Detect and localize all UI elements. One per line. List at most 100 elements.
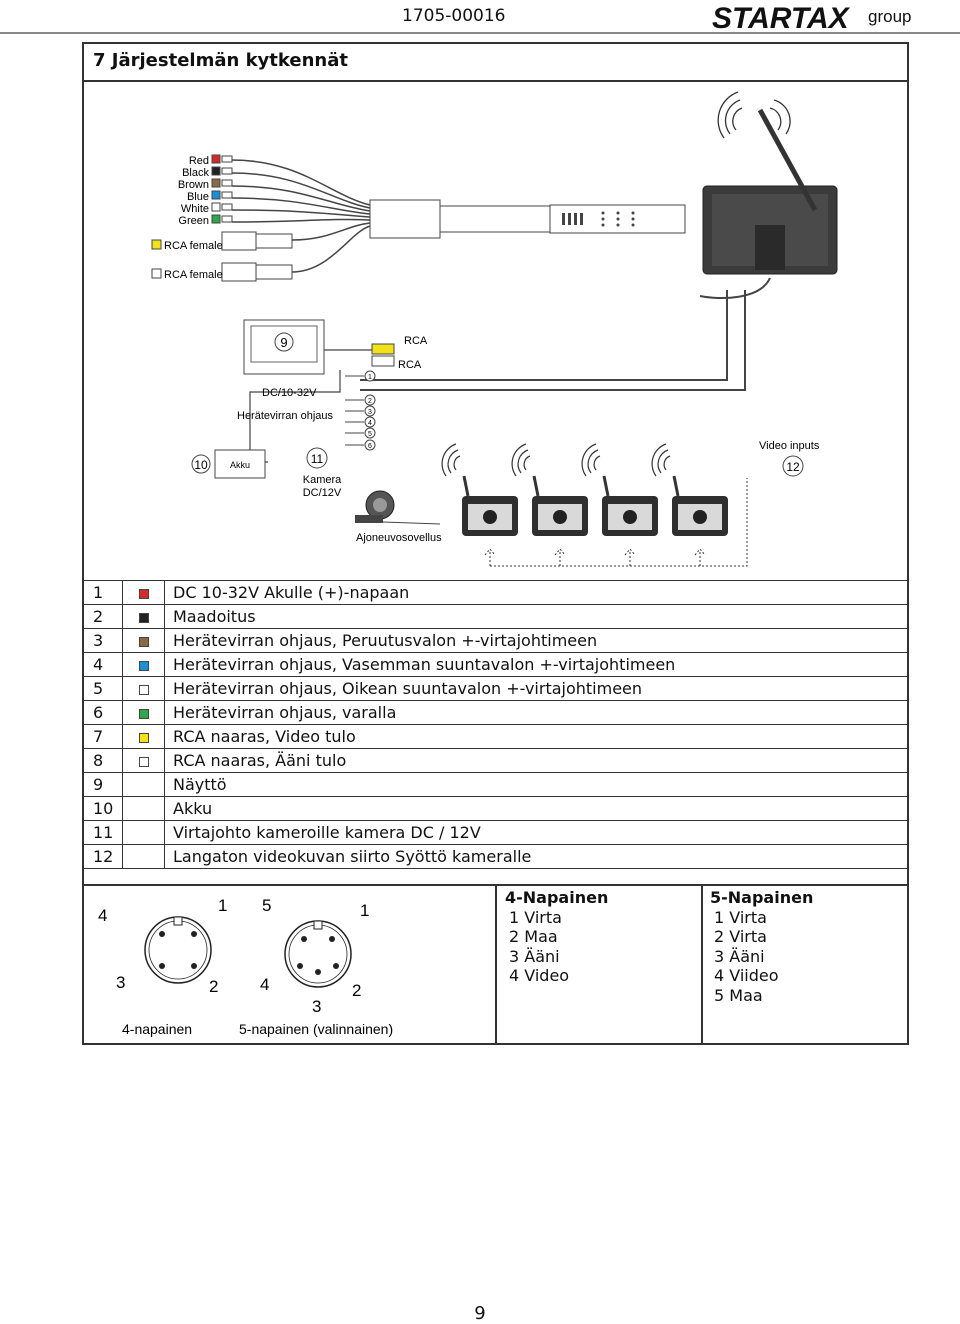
battery-number-badge bbox=[191, 454, 211, 474]
wire-terminal bbox=[221, 179, 233, 187]
wire-color-swatch bbox=[138, 684, 149, 695]
camera-power-number: 11 bbox=[311, 452, 324, 466]
four-pin-row-4: 4 Video bbox=[509, 966, 570, 985]
wire-color-swatch bbox=[138, 636, 149, 647]
wire-color-swatch bbox=[138, 612, 149, 623]
wire-terminal bbox=[221, 191, 233, 199]
wireless-camera bbox=[441, 443, 518, 566]
section-title: 7 Järjestelmän kytkennät bbox=[93, 50, 348, 71]
legend-number: 3 bbox=[82, 628, 123, 653]
pin-badge bbox=[364, 370, 376, 382]
document-code: 1705-00016 bbox=[402, 6, 506, 26]
legend-row: 2 Maadoitus bbox=[82, 604, 909, 629]
five-pin-table-title: 5-Napainen bbox=[710, 888, 814, 907]
wire-color-swatch bbox=[138, 708, 149, 719]
connector-section: 1 2 3 4 4-napainen 1 2 3 4 5 5-napainen … bbox=[82, 884, 909, 1045]
header-rule bbox=[0, 32, 960, 34]
antenna-signal-icon bbox=[717, 91, 791, 139]
wire-color-swatch bbox=[211, 178, 221, 188]
connector-pinouts: 1 2 3 4 4-napainen 1 2 3 4 5 5-napainen … bbox=[98, 896, 393, 1037]
video-inputs-label: Video inputs bbox=[759, 440, 820, 452]
legend-number: 10 bbox=[82, 796, 123, 821]
four-pin-table-title: 4-Napainen bbox=[505, 888, 609, 907]
rca-bottom-label: RCA bbox=[398, 359, 422, 371]
rca-connector-1 bbox=[221, 231, 293, 251]
pin-badge bbox=[364, 405, 376, 417]
legend-description: Maadoitus bbox=[164, 604, 909, 629]
legend-number: 1 bbox=[82, 580, 123, 605]
wire-label: Red bbox=[189, 155, 209, 167]
pin-number: 6 bbox=[368, 443, 372, 450]
pin-badge bbox=[364, 394, 376, 406]
legend-description: Herätevirran ohjaus, varalla bbox=[164, 700, 909, 725]
wire-label: Green bbox=[178, 215, 209, 227]
battery-number: 10 bbox=[194, 458, 208, 472]
legend-swatch-cell bbox=[122, 580, 165, 605]
pin-badge bbox=[364, 427, 376, 439]
camera-power-label-2: DC/12V bbox=[303, 487, 342, 499]
legend-row: 8 RCA naaras, Ääni tulo bbox=[82, 748, 909, 773]
wireless-camera bbox=[651, 443, 728, 566]
four-pin-connector bbox=[144, 916, 212, 984]
legend-description: Virtajohto kameroille kamera DC / 12V bbox=[164, 820, 909, 845]
legend-swatch-cell bbox=[122, 820, 165, 845]
legend-number: 2 bbox=[82, 604, 123, 629]
wire-color-swatch bbox=[138, 732, 149, 743]
connector-lead bbox=[382, 521, 441, 525]
legend-number: 12 bbox=[82, 844, 123, 869]
four-pin-number-3: 3 bbox=[116, 973, 125, 992]
vehicle-application-label: Ajoneuvosovellus bbox=[356, 532, 442, 544]
legend-number: 8 bbox=[82, 748, 123, 773]
legend-description: Akku bbox=[164, 796, 909, 821]
legend-swatch-cell bbox=[122, 676, 165, 701]
legend-description: RCA naaras, Ääni tulo bbox=[164, 748, 909, 773]
wireless-camera bbox=[511, 443, 588, 566]
legend-description: Herätevirran ohjaus, Oikean suuntavalon … bbox=[164, 676, 909, 701]
wire-label: Brown bbox=[178, 179, 209, 191]
wire-color-swatch bbox=[138, 756, 149, 767]
video-input-bus bbox=[490, 478, 748, 567]
wire-color-swatch bbox=[211, 154, 221, 164]
camera-feed-wires bbox=[360, 290, 746, 391]
rca-white-swatch bbox=[151, 268, 162, 279]
wire-color-swatch bbox=[211, 202, 221, 212]
wire-color-swatch bbox=[211, 166, 221, 176]
pin-table-divider-1 bbox=[495, 884, 497, 1045]
four-pin-row-2: 2 Maa bbox=[509, 927, 558, 946]
pin-number: 2 bbox=[368, 398, 372, 405]
logo-brand: STARTAX bbox=[712, 2, 851, 32]
wire-terminal bbox=[221, 155, 233, 163]
wire-label: Black bbox=[182, 167, 209, 179]
five-pin-row-1: 1 Virta bbox=[714, 907, 767, 927]
five-pin-number-1: 1 bbox=[360, 901, 369, 920]
four-pin-row-3: 3 Ääni bbox=[509, 946, 560, 966]
pin-number: 5 bbox=[368, 431, 372, 438]
rca-female-label-2: RCA female bbox=[164, 269, 223, 281]
battery-icon bbox=[214, 449, 266, 479]
wire-harness bbox=[231, 159, 371, 273]
four-pin-number-1: 1 bbox=[218, 896, 227, 915]
wire-label: White bbox=[181, 203, 209, 215]
five-pin-number-2: 2 bbox=[352, 981, 361, 1000]
five-pin-number-4: 4 bbox=[260, 975, 269, 994]
camera-power-number-badge bbox=[306, 447, 328, 469]
wire-color-swatch bbox=[211, 190, 221, 200]
video-inputs-number-badge bbox=[782, 455, 804, 477]
rca-video-plug bbox=[371, 343, 395, 355]
plug-pins bbox=[562, 211, 635, 227]
camera-group bbox=[441, 443, 748, 567]
five-pin-number-5: 5 bbox=[262, 896, 271, 915]
five-pin-row-4: 4 Viideo bbox=[714, 966, 779, 985]
ignition-label: Herätevirran ohjaus bbox=[237, 410, 333, 422]
legend-swatch-cell bbox=[122, 724, 165, 749]
rca-connector-2 bbox=[221, 262, 293, 282]
round-camera-connector bbox=[355, 490, 395, 523]
legend-number: 7 bbox=[82, 724, 123, 749]
five-pin-row-2: 2 Virta bbox=[714, 927, 767, 946]
rca-audio-plug bbox=[371, 355, 395, 367]
